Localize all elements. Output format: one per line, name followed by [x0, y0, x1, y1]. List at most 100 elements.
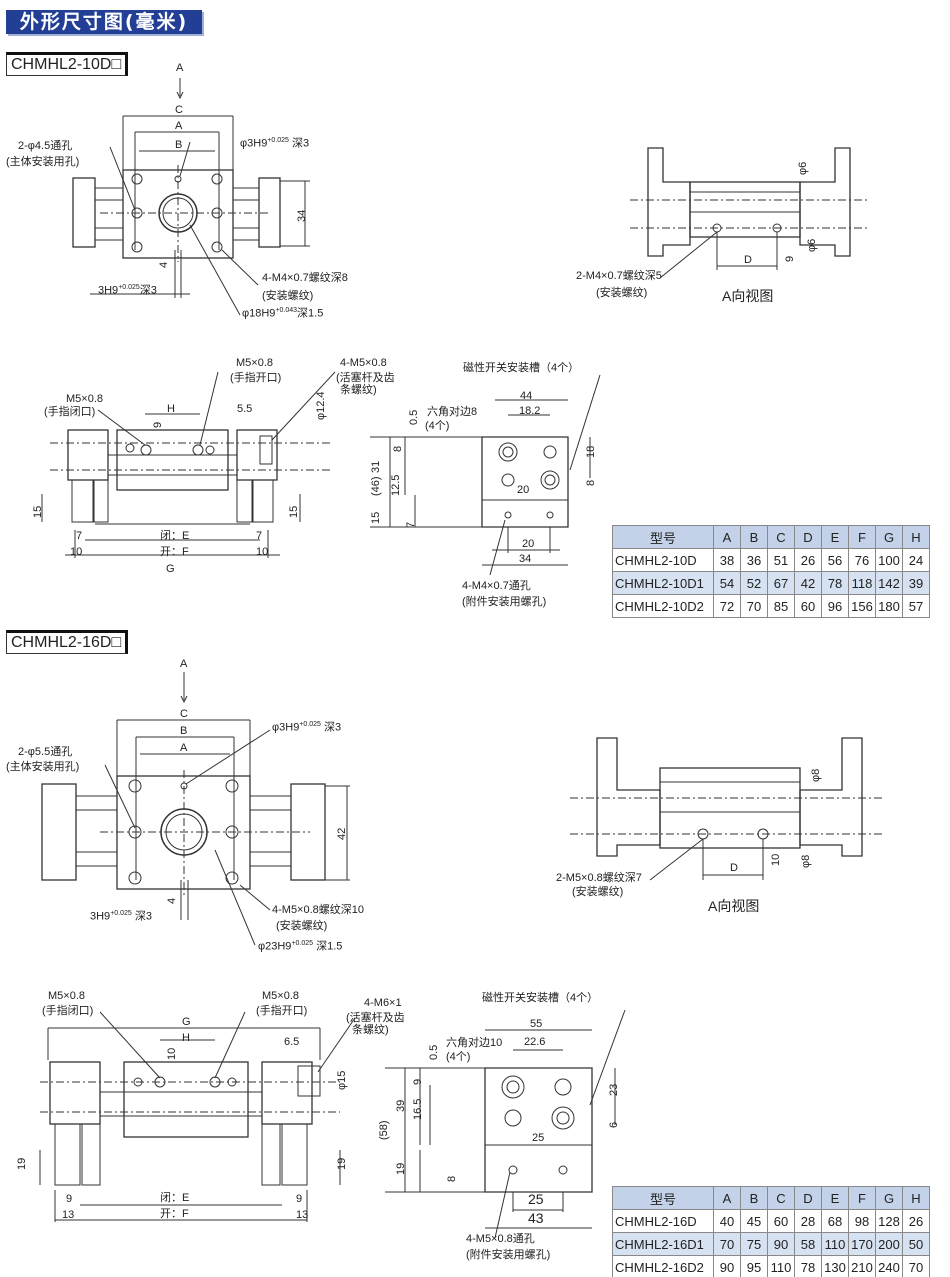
dim-10-left: 10 [70, 546, 83, 558]
dim-13-left: 13 [62, 1209, 75, 1221]
dim-16-5: 16.5 [412, 1098, 424, 1120]
groove-label: 磁性开关安装槽（4个） [463, 362, 580, 374]
label-part: 深3 [139, 284, 157, 297]
a-view-10d [630, 147, 870, 279]
label-part: 3H9 [90, 910, 111, 923]
tolerance-text: +0.043 [275, 307, 298, 314]
table-cell: 95 [740, 1255, 768, 1277]
table-header-cell: A [713, 525, 741, 549]
table-cell: 118 [848, 571, 876, 595]
dim-31: 31 [370, 460, 382, 473]
mount-thread-note: (安装螺纹) [262, 290, 314, 302]
dim-7-side: 7 [405, 521, 417, 528]
dim-4: 4 [158, 261, 170, 268]
rod-thread-note2: 条螺纹) [340, 384, 377, 396]
dim-b: B [180, 725, 188, 737]
dim-23: 23 [608, 1083, 620, 1096]
label-part: φ23H9 [258, 940, 292, 953]
front-view-16d [39, 1011, 356, 1222]
dim-43: 43 [528, 1210, 544, 1226]
tolerance-text: +0.025 [267, 137, 289, 144]
dim-f: 开：F [160, 1208, 189, 1220]
rod-thread-note1: (活塞杆及齿 [336, 372, 395, 384]
dim-d: D [744, 254, 752, 266]
table-cell: 78 [821, 571, 849, 595]
dim-f: 开：F [160, 546, 189, 558]
mount-thread-label: 4-M5×0.8螺纹深10 [272, 904, 365, 916]
table-cell: 58 [794, 1232, 822, 1256]
open-port-label: M5×0.8 [236, 357, 273, 369]
aview-caption: A向视图 [708, 898, 760, 914]
table-cell: 142 [875, 571, 903, 595]
dim-39: 39 [395, 1099, 407, 1112]
dim-7-right: 7 [256, 530, 263, 542]
table-header-cell: E [821, 525, 849, 549]
dim-b: B [175, 139, 183, 151]
table-header-cell: B [740, 1186, 768, 1210]
table-cell: 70 [902, 1255, 930, 1277]
dim-c: C [180, 708, 188, 720]
mount-hole-label: 2-φ5.5通孔 [18, 746, 73, 758]
close-port-note: (手指闭口) [44, 406, 96, 418]
dim-8b: 8 [585, 479, 597, 486]
table-cell: 110 [767, 1255, 795, 1277]
table-header-cell: G [875, 1186, 903, 1210]
dim-44: 44 [520, 390, 533, 402]
dim-c: C [175, 104, 183, 116]
open-port-label: M5×0.8 [262, 990, 299, 1002]
dim-55: 55 [530, 1018, 543, 1030]
aview-thread-note: (安装螺纹) [596, 287, 648, 299]
table-cell: 52 [740, 571, 768, 595]
table-header-cell: H [902, 1186, 930, 1210]
dim-e: 闭：E [160, 530, 190, 542]
aview-thread-label: 2-M4×0.7螺纹深5 [576, 270, 662, 282]
dim-e: 闭：E [160, 1192, 190, 1204]
table-cell: CHMHL2-16D1 [612, 1232, 714, 1256]
thru-hole-note: (附件安装用螺孔) [466, 1249, 551, 1261]
table-cell: 24 [902, 548, 930, 572]
table-header-cell: F [848, 525, 876, 549]
table-cell: 70 [713, 1232, 741, 1256]
table-cell: 51 [767, 548, 795, 572]
dim-22-6: 22.6 [524, 1036, 546, 1048]
pin-hole-label: φ3H9+0.025 深3 [272, 719, 341, 734]
dim-a: A [175, 120, 183, 132]
table-cell: 54 [713, 571, 741, 595]
table-header-cell: H [902, 525, 930, 549]
tolerance-text: +0.025 [299, 721, 321, 728]
dim-7-left: 7 [76, 530, 83, 542]
dim-15-right: 15 [288, 505, 300, 518]
phi-bottom: φ6 [806, 238, 818, 252]
table-cell: 39 [902, 571, 930, 595]
table-cell: 90 [713, 1255, 741, 1277]
table-header-cell: A [713, 1186, 741, 1210]
model-label-10d: CHMHL2-10D□ [6, 52, 129, 76]
aview-thread-label: 2-M5×0.8螺纹深7 [556, 872, 642, 884]
table-cell: 90 [767, 1232, 795, 1256]
mount-thread-note: (安装螺纹) [276, 920, 328, 932]
dim-15-left: 15 [32, 505, 44, 518]
view-arrow-label: A [180, 658, 188, 670]
table-cell: 240 [875, 1255, 903, 1277]
dim-4: 4 [166, 897, 178, 904]
dim-8a: 8 [392, 445, 404, 452]
thru-hole-label: 4-M5×0.8通孔 [466, 1233, 535, 1245]
table-cell: CHMHL2-10D [612, 548, 714, 572]
dim-5-5: 5.5 [237, 403, 253, 415]
table-cell: 56 [821, 548, 849, 572]
table-cell: CHMHL2-16D2 [612, 1255, 714, 1277]
table-header-cell: C [767, 525, 795, 549]
table-cell: 72 [713, 594, 741, 618]
table-cell: CHMHL2-10D1 [612, 571, 714, 595]
groove-label: 磁性开关安装槽（4个） [482, 992, 599, 1004]
dim-19-left: 19 [16, 1157, 28, 1170]
table-cell: 110 [821, 1232, 849, 1256]
